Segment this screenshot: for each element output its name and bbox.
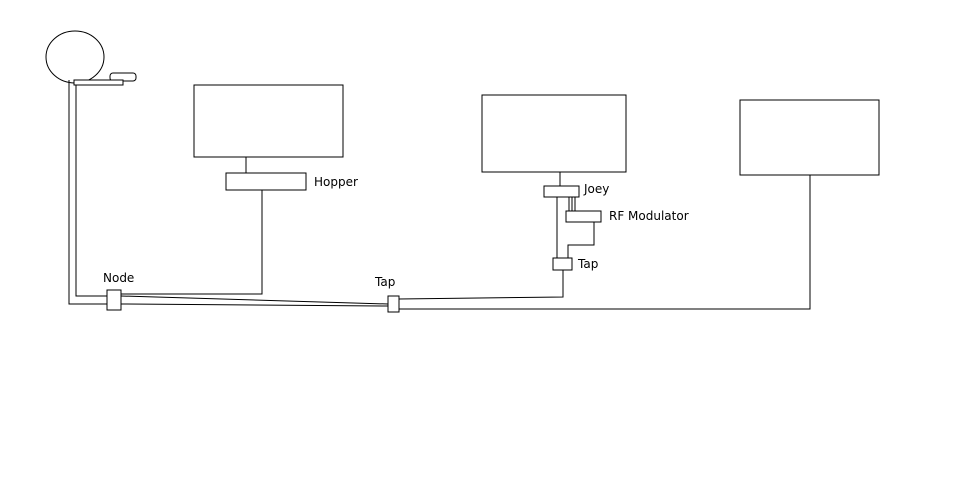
hopper-to-node-cable <box>121 190 263 295</box>
dish-arm <box>73 79 124 86</box>
tap-to-tv3-cable <box>399 175 811 310</box>
joey-tap-label: Tap <box>577 257 598 271</box>
joey-receiver <box>543 185 580 198</box>
main-tap-label: Tap <box>374 275 395 289</box>
node-label: Node <box>103 271 134 285</box>
joey-label: Joey <box>583 182 609 196</box>
tv-3 <box>739 99 880 176</box>
dish-reflector <box>45 30 105 84</box>
rf-modulator-label: RF Modulator <box>609 209 689 223</box>
tap-to-joey-cable <box>398 270 564 300</box>
dish-cable-inner <box>75 85 107 297</box>
rf-to-tap-cable <box>567 222 595 258</box>
satellite-dish <box>45 30 137 86</box>
dish-cable-outer <box>68 80 107 305</box>
tv-1 <box>193 84 344 158</box>
rf-modulator <box>565 210 602 223</box>
hopper-receiver <box>225 172 307 191</box>
tv-2 <box>481 94 627 173</box>
node-to-tap-cable-lower <box>120 303 389 307</box>
node-to-tap-cable-upper <box>120 295 389 305</box>
main-tap <box>387 295 400 313</box>
hopper-label: Hopper <box>314 175 358 189</box>
joey-tap <box>552 257 573 271</box>
node-splitter <box>106 289 122 311</box>
